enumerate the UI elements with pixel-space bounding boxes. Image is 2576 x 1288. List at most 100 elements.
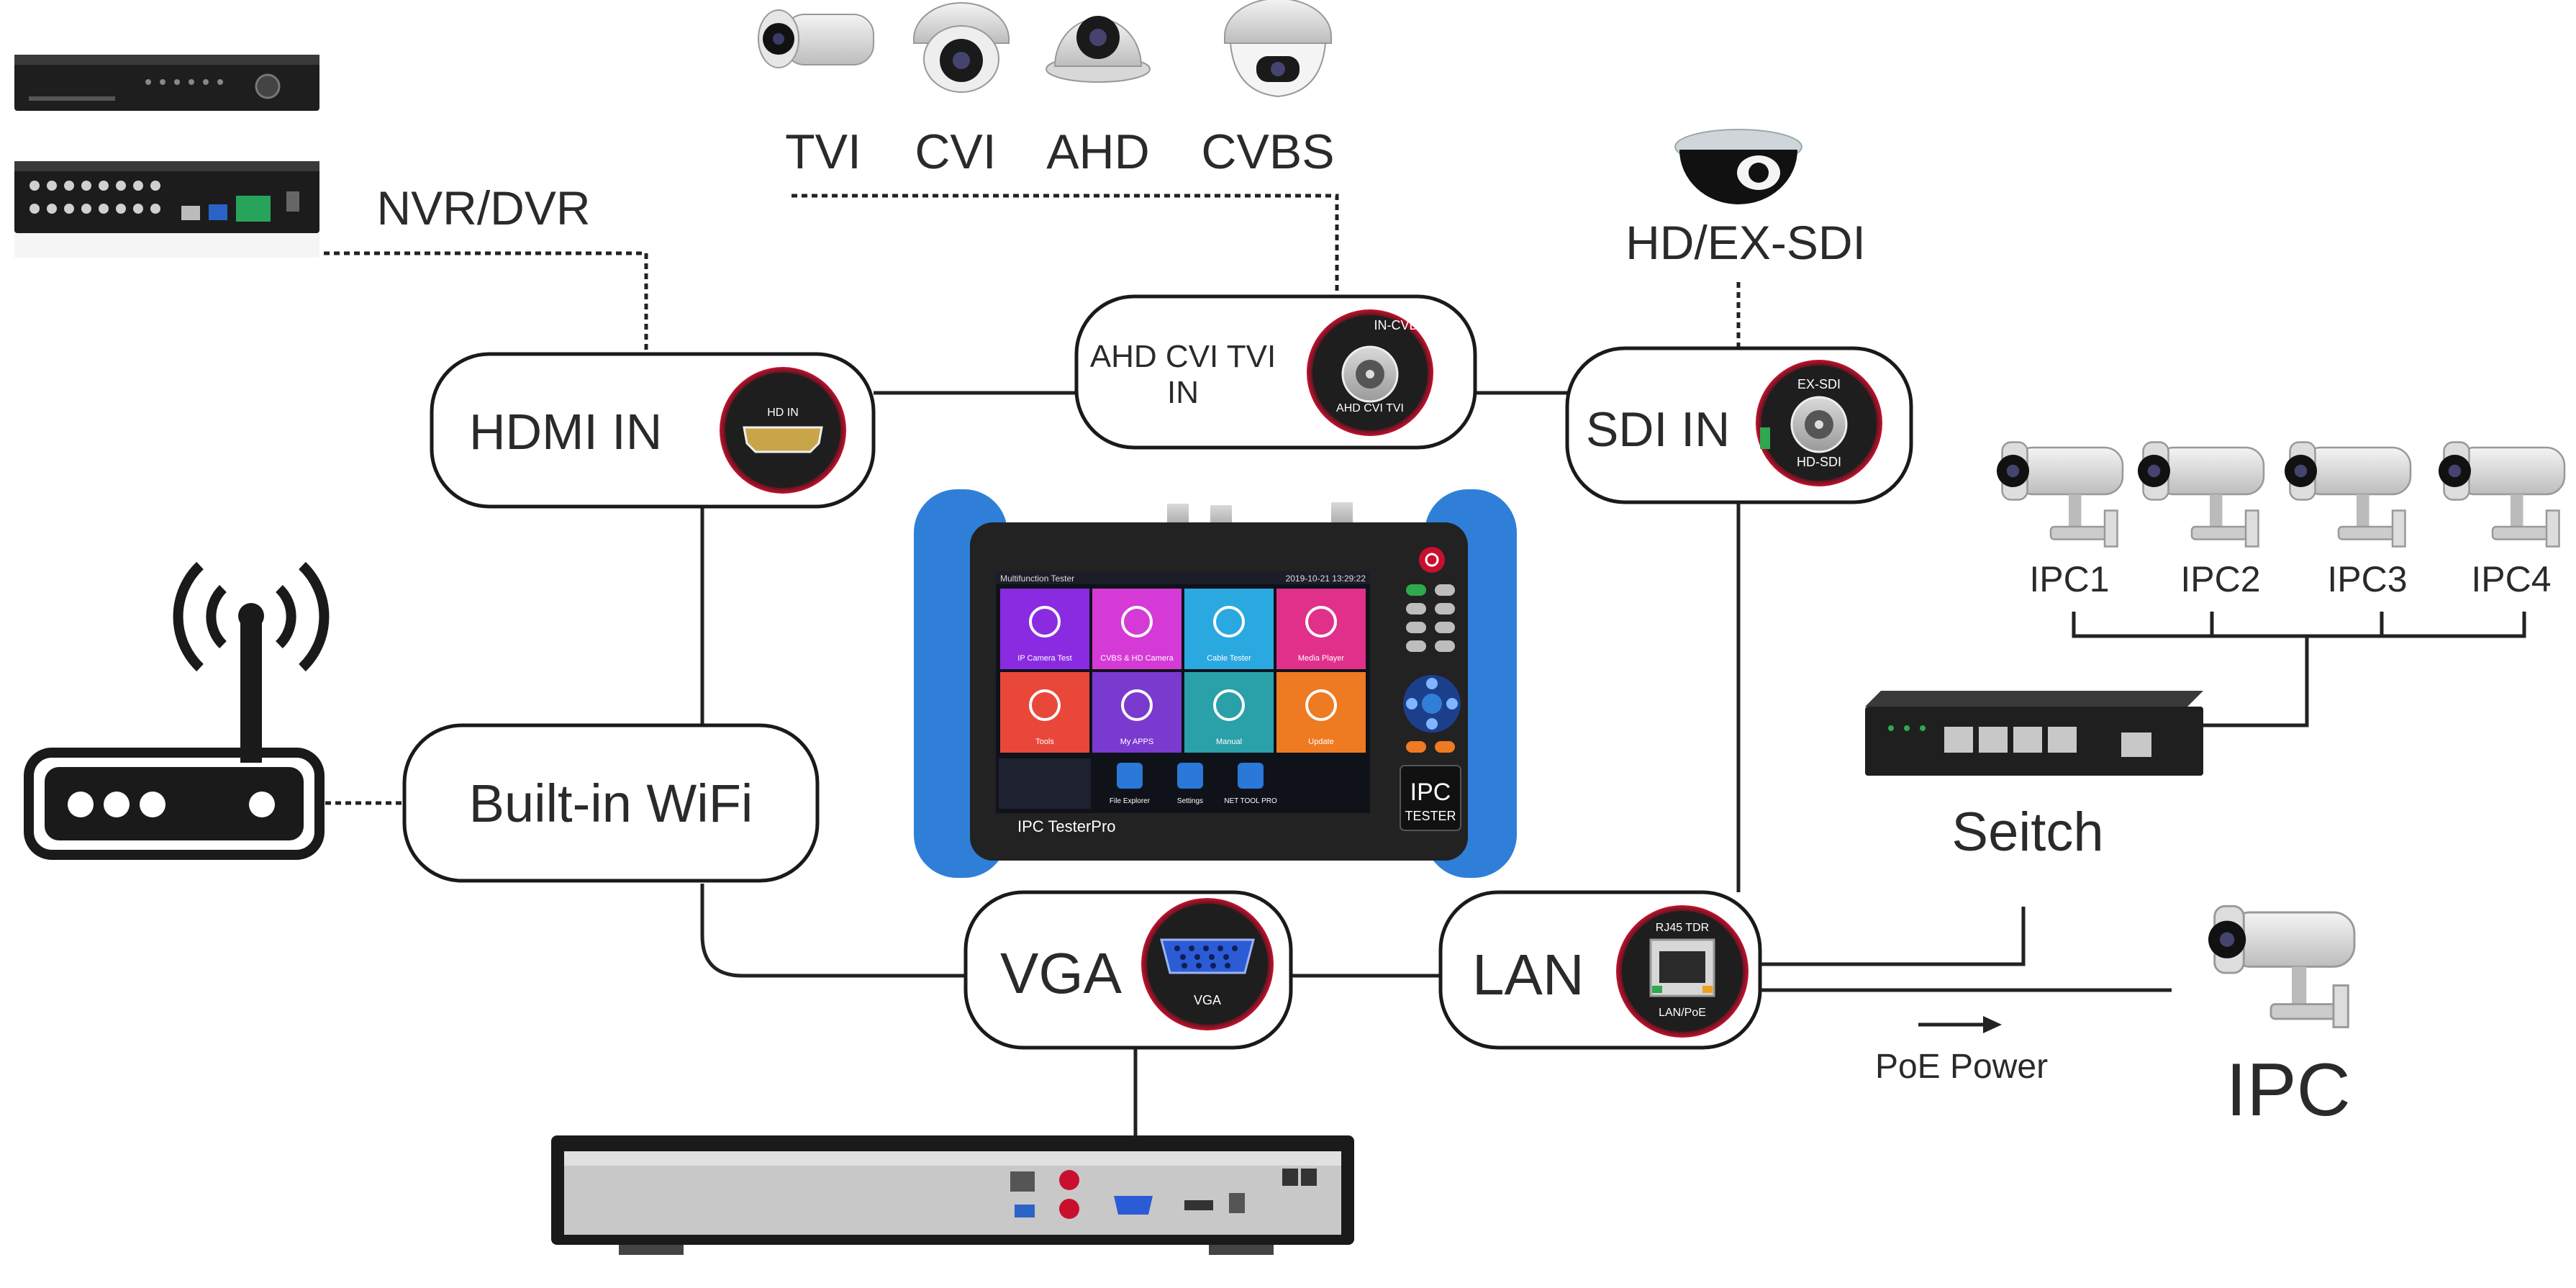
vga-port-icon: VGA: [1141, 898, 1274, 1030]
bnc-port-icon: IN-CVBS AHD CVI TVI: [1307, 309, 1433, 436]
app-tile-label: Tools: [1035, 738, 1054, 746]
rj45-port-icon: RJ45 TDR LAN/PoE: [1616, 905, 1749, 1038]
app-tile: My APPS: [1092, 672, 1182, 753]
app-tiles: IP Camera Test CVBS & HD Camera Cable Test…: [1000, 589, 1366, 753]
ahd-label: AHD: [1046, 124, 1150, 179]
poe-arrow: [1918, 1016, 2002, 1033]
app-tile-label: Media Player: [1298, 654, 1345, 663]
ipc-camera-group: [1997, 441, 2566, 1028]
app-tile-label: My APPS: [1120, 738, 1153, 746]
app-tile-label: Manual: [1216, 738, 1242, 746]
app-tile-icon: [1029, 689, 1061, 721]
wifi-label: Built-in WiFi: [469, 774, 753, 833]
wifi-box: Built-in WiFi: [402, 723, 820, 883]
connection-lines: [324, 194, 2526, 1160]
lan-label: LAN: [1472, 943, 1584, 1007]
status-panel: [999, 758, 1091, 809]
dock-icon: [1238, 763, 1264, 789]
app-tile-icon: [1029, 606, 1061, 638]
cvi-label: CVI: [915, 124, 996, 179]
sdi-in-label: SDI IN: [1586, 402, 1730, 457]
app-tile-icon: [1305, 689, 1337, 721]
ipc-label: IPC: [2226, 1048, 2350, 1132]
lan-switch-link: [1760, 907, 2026, 966]
badge-ipc: IPC: [1410, 779, 1451, 806]
ipc2-camera-icon: [2138, 441, 2265, 548]
poe-power-label: PoE Power: [1875, 1048, 2048, 1086]
analog-in-box: AHD CVI TVI IN IN-CVBS AHD CVI TVI: [1074, 294, 1477, 450]
lan-top-label: RJ45 TDR: [1656, 922, 1709, 934]
bottom-nvr-device: [551, 1135, 1354, 1255]
ipc4-label: IPC4: [2471, 559, 2551, 599]
nvr-device-top: [14, 55, 319, 111]
app-tile-label: CVBS & HD Camera: [1100, 654, 1174, 663]
cvbs-label: CVBS: [1201, 124, 1334, 179]
power-button: [1419, 547, 1445, 573]
app-tile: Cable Tester: [1184, 589, 1274, 669]
cvbs-camera-icon: [1224, 0, 1332, 98]
ipc4-camera-icon: [2439, 441, 2566, 548]
wifi-router-icon: [24, 561, 330, 860]
screen-header-time: 2019-10-21 13:29:22: [1286, 573, 1366, 584]
app-tile-label: Cable Tester: [1207, 654, 1251, 663]
analog-in-label-2: IN: [1167, 375, 1199, 410]
app-tile: IP Camera Test: [1000, 589, 1089, 669]
cvi-camera-icon: [913, 2, 1010, 93]
dock-icon: [1177, 763, 1203, 789]
dock-label: File Explorer: [1110, 797, 1151, 805]
app-dock: File Explorer Settings NET TOOL PRO: [1110, 763, 1277, 805]
ipc1-label: IPC1: [2029, 559, 2109, 599]
side-buttons: [1406, 584, 1455, 652]
dock-item: File Explorer: [1110, 763, 1151, 805]
app-tile-icon: [1213, 606, 1245, 638]
ipc1-camera-icon: [1997, 441, 2124, 548]
ipc3-camera-icon: [2285, 441, 2412, 548]
vga-port-label: VGA: [1194, 993, 1221, 1007]
hdmi-port-icon: HD IN: [720, 367, 846, 494]
screen-header-title: Multifunction Tester: [1000, 573, 1074, 584]
app-tile: Update: [1276, 672, 1366, 753]
lan-box: LAN RJ45 TDR LAN/PoE: [1438, 890, 1762, 1050]
bnc-top-label: IN-CVBS: [1374, 318, 1426, 332]
sdi-port-icon: EX-SDI HD-SDI: [1756, 360, 1882, 486]
ipc2-label: IPC2: [2180, 559, 2260, 599]
sdi-in-box: SDI IN EX-SDI HD-SDI: [1565, 346, 1913, 504]
tester-brand: IPC TesterPro: [1017, 817, 1116, 835]
app-tile: CVBS & HD Camera: [1092, 589, 1182, 669]
lan-bottom-label: LAN/PoE: [1659, 1007, 1706, 1019]
app-tile-icon: [1121, 689, 1153, 721]
switch-label: Seitch: [1951, 802, 2103, 863]
ipc3-label: IPC3: [2327, 559, 2407, 599]
hd-ex-sdi-label: HD/EX-SDI: [1625, 216, 1866, 269]
app-tile: Tools: [1000, 672, 1089, 753]
network-switch: [1865, 691, 2203, 776]
analog-in-label-1: AHD CVI TVI: [1090, 339, 1276, 374]
app-tile: Manual: [1184, 672, 1274, 753]
tvi-label: TVI: [785, 124, 861, 179]
vga-label: VGA: [1000, 941, 1123, 1005]
nvr-device-bottom: [14, 161, 319, 258]
bnc-bottom-label: AHD CVI TVI: [1336, 402, 1404, 414]
dock-item: NET TOOL PRO: [1224, 763, 1277, 805]
dock-icon: [1117, 763, 1143, 789]
badge-tester: TESTER: [1405, 809, 1456, 823]
hdmi-in-label: HDMI IN: [469, 404, 662, 460]
hdmi-in-box: HDMI IN HD IN: [430, 352, 876, 509]
nvr-dvr-label: NVR/DVR: [376, 181, 590, 235]
ipc-bus: [2072, 612, 2526, 727]
app-tile-label: Update: [1308, 738, 1333, 746]
hdmi-port-label: HD IN: [767, 407, 799, 419]
analog-cams-link: [792, 194, 1339, 296]
ahd-camera-icon: [1046, 16, 1151, 83]
ipc-tester-device: Multifunction Tester 2019-10-21 13:29:22…: [914, 489, 1517, 878]
sdi-camera-icon: [1674, 129, 1802, 204]
app-tile-label: IP Camera Test: [1017, 654, 1071, 663]
tvi-camera-icon: [758, 9, 874, 68]
app-tile-icon: [1213, 689, 1245, 721]
dock-label: NET TOOL PRO: [1224, 797, 1277, 805]
sdi-bottom-label: HD-SDI: [1797, 455, 1841, 469]
dock-label: Settings: [1177, 797, 1203, 805]
dock-item: Settings: [1177, 763, 1203, 805]
ipc-camera-icon: [2208, 904, 2356, 1028]
nvr-link: [324, 251, 648, 353]
